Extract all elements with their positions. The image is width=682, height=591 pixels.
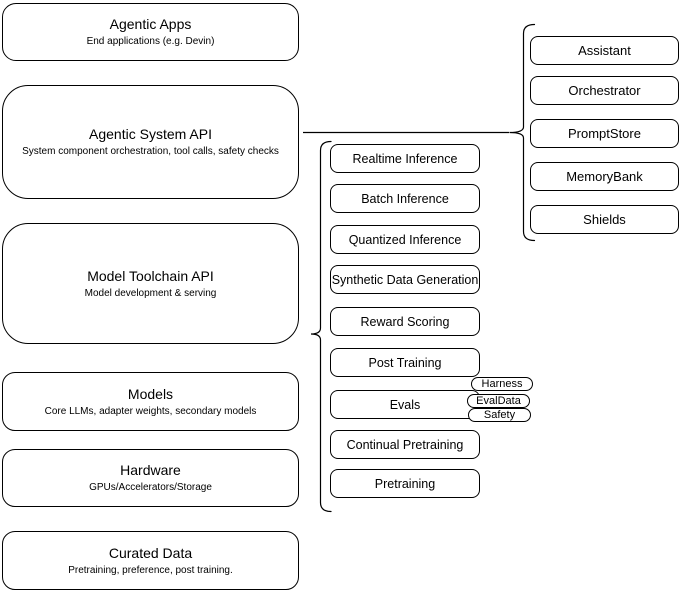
layer-agentic-apps: Agentic Apps End applications (e.g. Devi…: [2, 3, 299, 61]
toolchain-item-synthetic-data-generation: Synthetic Data Generation: [330, 265, 480, 294]
layer-title: Agentic System API: [89, 126, 212, 142]
system-service-orchestrator: Orchestrator: [530, 76, 679, 105]
layer-model-toolchain-api: Model Toolchain API Model development & …: [2, 223, 299, 344]
layer-subtitle: Core LLMs, adapter weights, secondary mo…: [44, 405, 257, 417]
system-service-shields: Shields: [530, 205, 679, 234]
layer-curated-data: Curated Data Pretraining, preference, po…: [2, 531, 299, 590]
toolchain-item-quantized-inference: Quantized Inference: [330, 225, 480, 254]
evals-tag-harness: Harness: [471, 377, 533, 391]
toolchain-services-brace: [310, 140, 332, 513]
system-service-assistant: Assistant: [530, 36, 679, 65]
toolchain-item-realtime-inference: Realtime Inference: [330, 144, 480, 173]
system-service-promptstore: PromptStore: [530, 119, 679, 148]
toolchain-item-reward-scoring: Reward Scoring: [330, 307, 480, 336]
toolchain-item-batch-inference: Batch Inference: [330, 184, 480, 213]
layer-subtitle: System component orchestration, tool cal…: [22, 146, 279, 157]
layer-title: Hardware: [120, 462, 181, 478]
layer-title: Agentic Apps: [109, 16, 192, 32]
layer-models: Models Core LLMs, adapter weights, secon…: [2, 372, 299, 431]
toolchain-item-continual-pretraining: Continual Pretraining: [330, 430, 480, 459]
toolchain-item-post-training: Post Training: [330, 348, 480, 377]
layer-agentic-system-api: Agentic System API System component orch…: [2, 85, 299, 199]
layer-title: Model Toolchain API: [87, 267, 214, 284]
layer-title: Curated Data: [108, 544, 193, 561]
layer-title: Models: [127, 385, 174, 402]
evals-tag-evaldata: EvalData: [467, 394, 530, 408]
system-service-memorybank: MemoryBank: [530, 162, 679, 191]
toolchain-item-evals: Evals: [330, 390, 480, 419]
layer-subtitle: Pretraining, preference, post training.: [68, 564, 233, 576]
layer-hardware: Hardware GPUs/Accelerators/Storage: [2, 449, 299, 507]
layer-subtitle: Model development & serving: [84, 287, 217, 299]
evals-tag-safety: Safety: [468, 408, 531, 422]
layer-subtitle: GPUs/Accelerators/Storage: [89, 482, 212, 493]
layer-subtitle: End applications (e.g. Devin): [86, 36, 215, 47]
toolchain-item-pretraining: Pretraining: [330, 469, 480, 498]
